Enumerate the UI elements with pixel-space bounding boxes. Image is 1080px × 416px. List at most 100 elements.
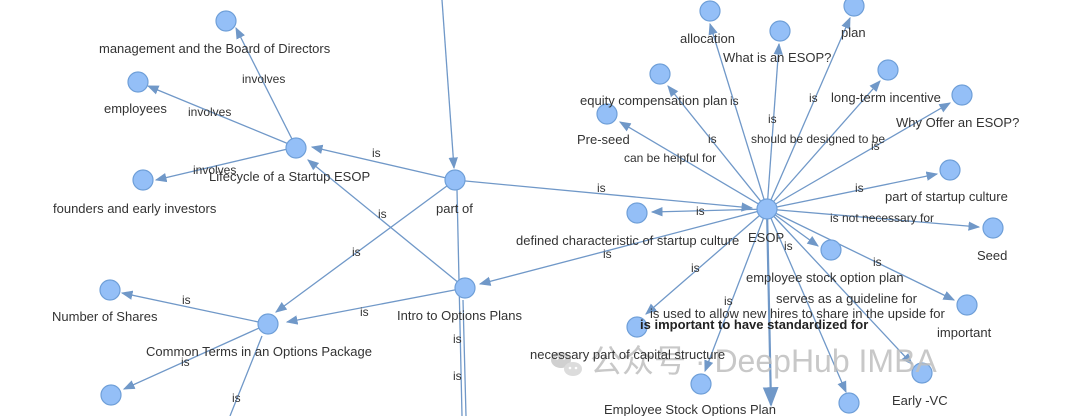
node-common-bottom[interactable] [100,384,122,406]
node-number-shares[interactable] [99,279,121,301]
node-equity-comp[interactable] [649,63,671,85]
edge-lifecycle-employees [146,85,297,148]
node-labels: management and the Board of Directors em… [52,25,1019,416]
edge-partof-lifecycle [310,144,456,181]
edge-esop-necessary [704,208,768,373]
edge-lifecycle-mgmt [235,26,297,148]
edge-label-is-common-down: is [232,391,241,405]
node-pre-seed[interactable] [596,103,618,125]
label-long-term: long-term incentive [831,90,941,105]
nodes [99,0,1004,414]
edge-intro-common [285,287,466,325]
edge-lifecycle-founders [154,146,297,183]
label-number-shares: Number of Shares [52,309,158,324]
edge-label-should-designed: should be designed to be [751,132,885,146]
node-seed[interactable] [982,217,1004,239]
node-plan[interactable] [843,0,865,17]
node-allocation[interactable] [699,0,721,22]
edge-label-is-intro-down-1: is [453,332,462,346]
edge-esop-preseed [618,121,768,210]
node-defined-char[interactable] [626,202,648,224]
label-common-terms: Common Terms in an Options Package [146,344,372,359]
label-seed: Seed [977,248,1007,263]
edge-esop-stock-plan [762,208,779,407]
edge-esop-used-allow [645,208,768,315]
label-founders: founders and early investors [53,201,217,216]
edge-esop-longterm [766,80,881,210]
node-founders[interactable] [132,169,154,191]
node-necessary-part[interactable] [690,373,712,395]
edges [120,0,981,416]
edge-label-is-defined: is [696,204,705,218]
edge-labels: involves involves involves is is is is i… [181,72,934,405]
edge-esop-seed [766,208,981,231]
edge-label-is-intro-common: is [360,305,369,319]
label-part-culture: part of startup culture [885,189,1008,204]
edge-label-is-intro-down-2: is [453,369,462,383]
label-employee-stock: employee stock option plan [746,270,904,285]
label-esop-plan: Employee Stock Options Plan [604,402,776,416]
label-part-of: part of [436,201,473,216]
edge-top-to-part-of [441,0,458,170]
label-what-is-esop: What is an ESOP? [723,50,831,65]
label-mgmt-board: management and the Board of Directors [99,41,331,56]
edge-label-can-help: can be helpful for [624,151,716,165]
edge-label-is-equity: is [708,132,717,146]
node-part-of[interactable] [444,169,466,191]
edge-label-is-allocation: is [730,94,739,108]
edge-partof-common [275,179,456,313]
node-long-term[interactable] [877,59,899,81]
label-allocation: allocation [680,31,735,46]
node-bottom-right[interactable] [838,392,860,414]
node-what-is-esop[interactable] [769,20,791,42]
edge-label-is-plan: is [809,91,818,105]
edge-label-is-partof-esop: is [597,181,606,195]
edge-esop-earlyvc [766,208,913,365]
label-defined-char: defined characteristic of startup cultur… [516,233,739,248]
node-mgmt-board[interactable] [215,10,237,32]
label-serves-guideline: serves as a guideline for [776,291,918,306]
edge-common-shares [120,290,269,325]
node-employee-stock[interactable] [820,239,842,261]
edge-label-is-partof-common: is [352,245,361,259]
label-important: important [937,325,992,340]
label-important-std: is important to have standardized for [640,317,868,332]
node-intro-options[interactable] [454,277,476,299]
edge-common-bottom [122,323,269,390]
edge-label-is-necessary: is [724,294,733,308]
label-early-vc: Early -VC [892,393,948,408]
node-common-terms[interactable] [257,313,279,335]
node-early-vc[interactable] [911,362,933,384]
label-used-allow: is used to allow new hires to share in t… [650,306,946,321]
node-part-culture[interactable] [939,159,961,181]
edge-label-is-partof-lifecycle: is [372,146,381,160]
edge-label-is-employee-stock: is [784,239,793,253]
edge-esop-allocation [708,22,768,210]
node-important[interactable] [956,294,978,316]
edge-esop-defined [650,207,768,217]
node-used-allow[interactable] [626,316,648,338]
edge-label-is-shares: is [182,293,191,307]
label-plan: plan [841,25,866,40]
edge-esop-important [766,208,956,301]
edge-partof-down [456,189,463,416]
edge-label-is-common-bottom: is [181,355,190,369]
node-esop[interactable] [756,198,778,220]
wechat-icon [551,352,582,376]
edge-label-is-intro-lifecycle: is [378,207,387,221]
edge-esop-bottom [766,208,847,394]
edge-esop-plan [766,16,851,210]
label-esop: ESOP [748,230,784,245]
node-lifecycle[interactable] [285,137,307,159]
watermark: 公众号 · DeepHub IMBA [551,343,937,379]
node-employees[interactable] [127,71,149,93]
label-why-offer: Why Offer an ESOP? [896,115,1019,130]
edge-esop-what [766,42,783,210]
node-why-offer[interactable] [951,84,973,106]
edge-label-involves-3: involves [193,163,236,177]
watermark-brand: 公众号 · DeepHub IMBA [590,343,937,379]
edge-intro-down [462,299,467,416]
edge-label-is-important: is [873,255,882,269]
